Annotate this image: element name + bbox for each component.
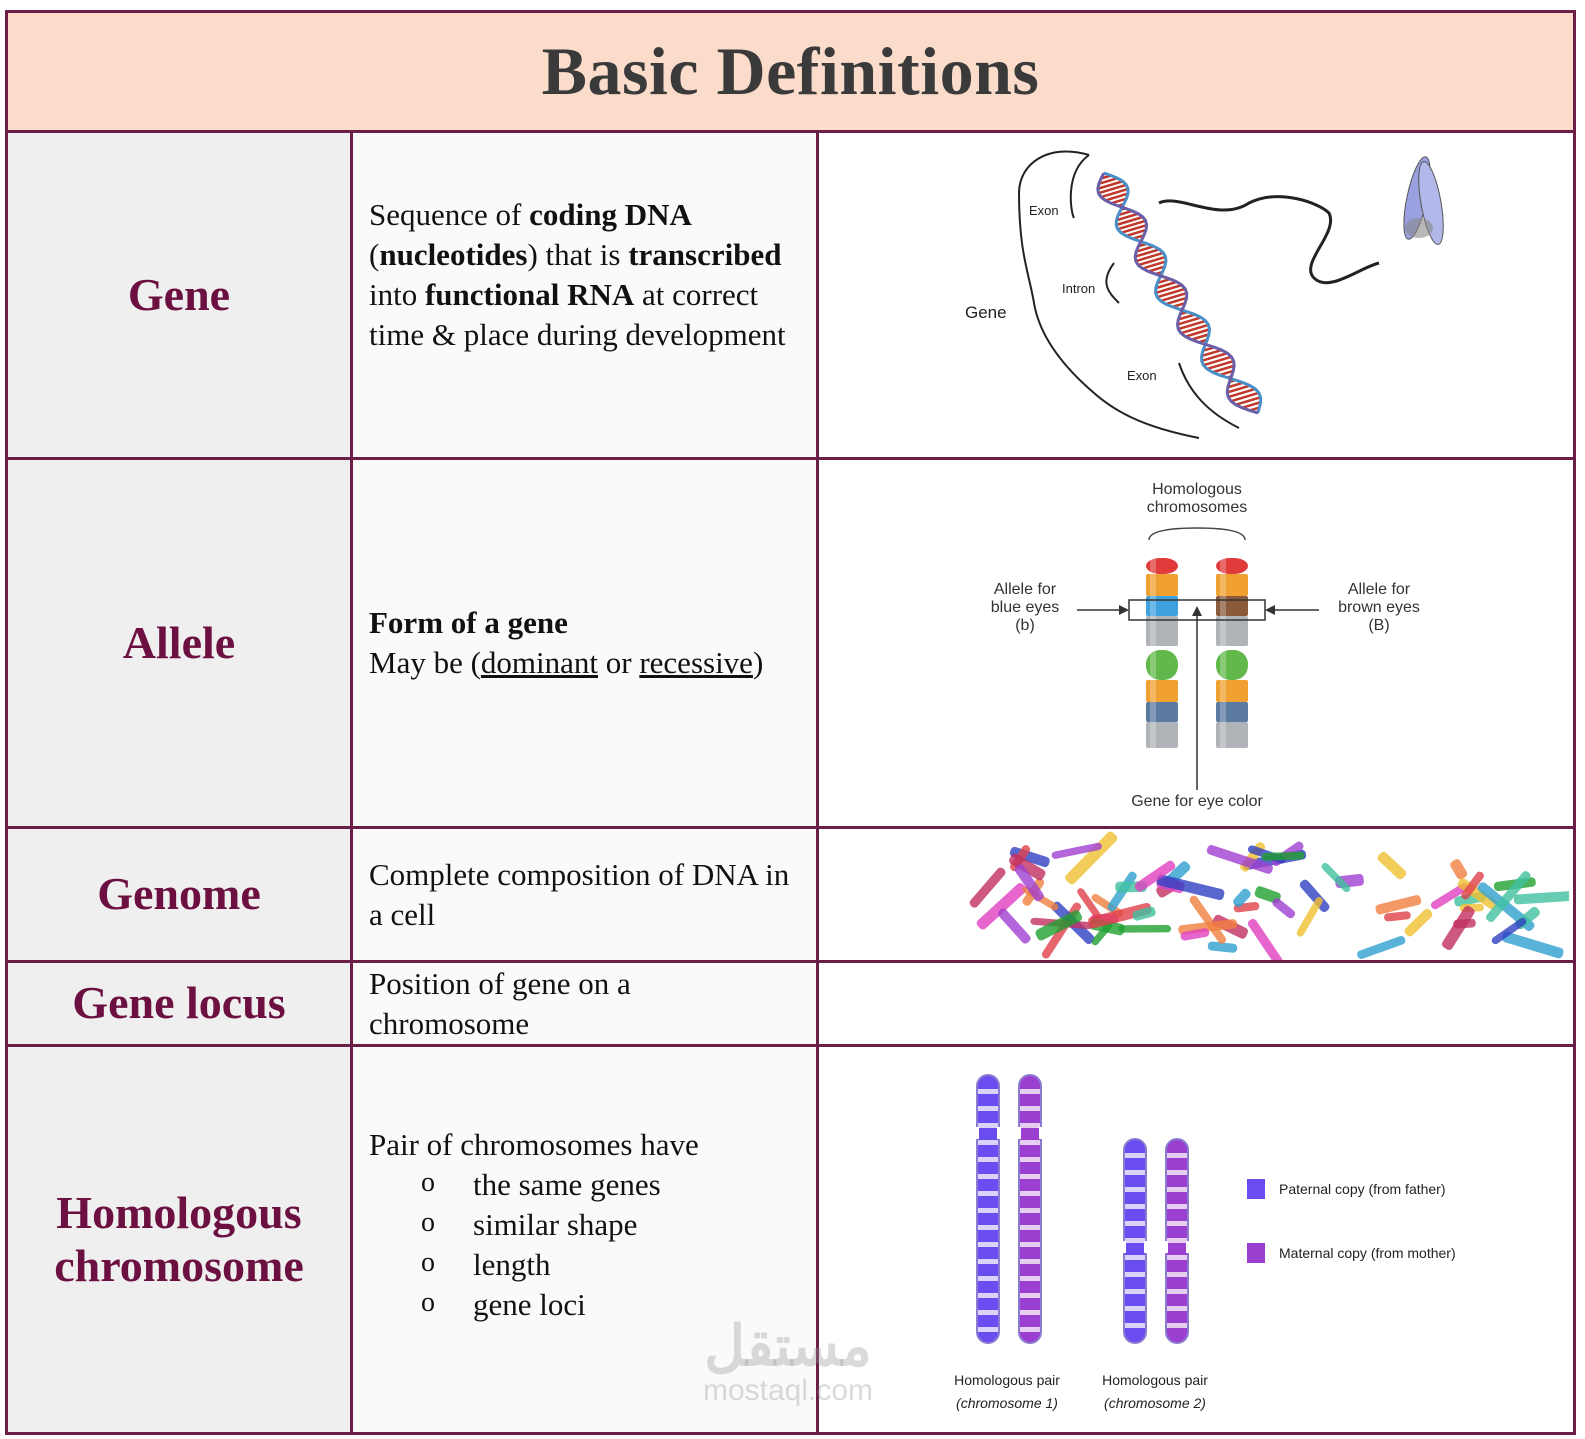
label-pair2-line1: Homologous pair: [1102, 1372, 1208, 1388]
figure-cell: Homologous chromosomes Allele for blue e…: [819, 460, 1573, 826]
row-gene-locus: Gene locus Position of gene on a chromos…: [8, 963, 1573, 1047]
figure-cell: Exon Intron Gene Exon: [819, 133, 1573, 457]
legend-maternal-label: Maternal copy (from mother): [1279, 1245, 1456, 1261]
dna-helix: [1096, 171, 1263, 415]
term-homologous: Homologous chromosome: [54, 1187, 304, 1293]
label-exon-top: Exon: [1029, 203, 1059, 218]
definition-allele-body: May be (dominant or recessive): [369, 645, 764, 680]
genome-chromosomes-figure: [969, 831, 1569, 960]
definition-cell: Position of gene on a chromosome: [353, 963, 819, 1044]
label-exon-bottom: Exon: [1127, 368, 1157, 383]
chromosome-left: [1146, 558, 1178, 748]
definition-bullet-list: the same genes similar shape length gene…: [369, 1163, 699, 1325]
term-cell: Homologous chromosome: [8, 1047, 353, 1432]
definition-homologous: Pair of chromosomes have the same genes …: [369, 1125, 699, 1325]
label-right-2: brown eyes: [1338, 599, 1420, 616]
bullet-item: gene loci: [421, 1283, 699, 1325]
term-homologous-line2: chromosome: [54, 1239, 304, 1291]
definition-cell: Form of a gene May be (dominant or reces…: [353, 460, 819, 826]
row-genome: Genome Complete composition of DNA in a …: [8, 829, 1573, 963]
definition-allele-heading: Form of a gene: [369, 605, 568, 640]
definition-allele: Form of a gene May be (dominant or reces…: [369, 603, 763, 683]
label-pair1-line1: Homologous pair: [954, 1372, 1060, 1388]
homologous-pairs: [975, 1074, 1190, 1344]
bullet-item: length: [421, 1243, 699, 1285]
title-bar: Basic Definitions: [8, 13, 1573, 133]
term-cell: Genome: [8, 829, 353, 960]
label-left-1: Allele for: [994, 581, 1057, 598]
figure-cell: Paternal copy (from father) Maternal cop…: [819, 1047, 1573, 1432]
figure-cell-empty: [819, 963, 1573, 1044]
term-homologous-line1: Homologous: [56, 1186, 302, 1238]
definition-cell: Sequence of coding DNA (nucleotides) tha…: [353, 133, 819, 457]
label-intron: Intron: [1062, 281, 1095, 296]
definition-gene: Sequence of coding DNA (nucleotides) tha…: [369, 197, 786, 352]
figure-cell: [819, 829, 1573, 960]
term-gene: Gene: [127, 268, 231, 320]
label-homologous-2: chromosomes: [1147, 499, 1247, 516]
bullet-item: the same genes: [421, 1163, 699, 1205]
term-cell: Allele: [8, 460, 353, 826]
page-title: Basic Definitions: [541, 33, 1040, 109]
legend-paternal-swatch: [1247, 1179, 1265, 1199]
legend-paternal-label: Paternal copy (from father): [1279, 1181, 1446, 1197]
term-gene-locus: Gene locus: [72, 977, 286, 1029]
label-right-1: Allele for: [1348, 581, 1411, 598]
label-gene-eye-color: Gene for eye color: [1131, 793, 1263, 810]
label-right-3: (B): [1368, 617, 1389, 634]
term-cell: Gene: [8, 133, 353, 457]
term-genome: Genome: [97, 868, 261, 920]
definitions-table: Basic Definitions Gene Sequence of codin…: [5, 10, 1576, 1435]
homologous-alleles-figure: Homologous chromosomes Allele for blue e…: [991, 481, 1420, 810]
label-pair2-line2: (chromosome 2): [1104, 1395, 1206, 1411]
label-left-2: blue eyes: [991, 599, 1060, 616]
term-allele: Allele: [122, 616, 236, 668]
label-homologous-1: Homologous: [1152, 481, 1242, 498]
chromosome-icon: [1403, 156, 1444, 245]
definition-homologous-intro: Pair of chromosomes have: [369, 1126, 699, 1162]
row-homologous: Homologous chromosome Pair of chromosome…: [8, 1047, 1573, 1432]
watermark: مستقل mostaql.com: [688, 1318, 888, 1408]
watermark-arabic: مستقل: [704, 1314, 872, 1377]
term-cell: Gene locus: [8, 963, 353, 1044]
watermark-latin: mostaql.com: [702, 1374, 874, 1407]
definition-cell: Complete composition of DNA in a cell: [353, 829, 819, 960]
legend-maternal-swatch: [1247, 1243, 1265, 1263]
definition-gene-locus: Position of gene on a chromosome: [369, 965, 631, 1041]
homologous-pairs-figure: Paternal copy (from father) Maternal cop…: [954, 1074, 1456, 1411]
label-pair1-line2: (chromosome 1): [956, 1395, 1058, 1411]
definition-genome: Complete composition of DNA in a cell: [369, 856, 790, 932]
karyotype-spread: [969, 831, 1569, 960]
definition-cell: Pair of chromosomes have the same genes …: [353, 1047, 819, 1432]
dna-gene-figure: Exon Intron Gene Exon: [965, 150, 1444, 439]
row-gene: Gene Sequence of coding DNA (nucleotides…: [8, 133, 1573, 460]
row-allele: Allele Form of a gene May be (dominant o…: [8, 460, 1573, 829]
chromosome-right: [1216, 558, 1248, 748]
bullet-item: similar shape: [421, 1203, 699, 1245]
label-left-3: (b): [1015, 617, 1035, 634]
label-gene: Gene: [965, 303, 1007, 322]
